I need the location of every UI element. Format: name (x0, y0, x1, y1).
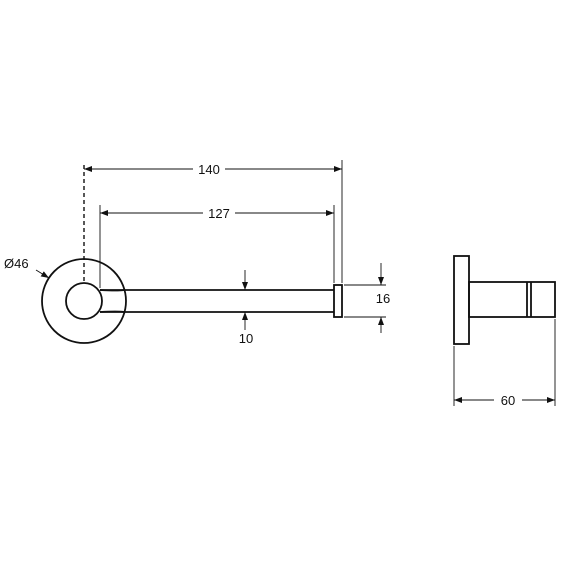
dim-diameter-leader (35, 269, 50, 279)
dim-127-label: 127 (208, 206, 230, 221)
dim-127-label-bg (203, 205, 235, 221)
side-view: 60 (453, 255, 556, 408)
rod-root-fillet (99, 289, 125, 313)
side-arm (468, 281, 556, 318)
dim-140-label-bg (193, 161, 225, 177)
dim-10-label: 10 (239, 331, 253, 346)
dim-140-label: 140 (198, 162, 220, 177)
dim-60-label: 60 (501, 393, 515, 408)
end-cap (333, 284, 343, 318)
rosette-inner-circle (65, 282, 103, 320)
dim-diameter-label: Ø46 (4, 256, 29, 271)
rod-outline (99, 289, 334, 313)
front-view: 140 127 Ø46 10 16 (4, 160, 390, 346)
side-base-plate (453, 255, 470, 345)
dim-60-label-bg (494, 392, 522, 408)
dim-16-label: 16 (376, 291, 390, 306)
